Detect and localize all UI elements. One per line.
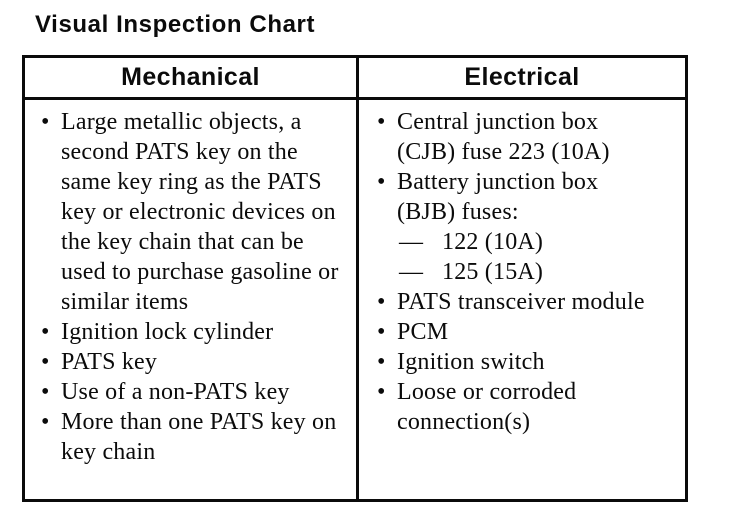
bullet-icon: • <box>377 319 386 345</box>
sub-list-item-text: 125 (15A) <box>442 259 544 285</box>
list-item: • PATS key <box>39 347 350 377</box>
column-mechanical: Mechanical • Large metallic objects, a s… <box>25 58 359 499</box>
list-item: • More than one PATS key on key chain <box>39 407 350 467</box>
list-item: • Ignition lock cylinder <box>39 317 350 347</box>
list-item: • PCM <box>375 317 653 347</box>
bullet-icon: • <box>41 109 50 135</box>
list-item-text: Ignition switch <box>397 349 545 375</box>
sub-list-item: — 125 (15A) <box>397 257 653 287</box>
list-item-text: Large metallic objects, a second PATS ke… <box>61 109 339 315</box>
sub-list-item: — 122 (10A) <box>397 227 653 257</box>
bullet-icon: • <box>41 409 50 435</box>
bullet-icon: • <box>377 169 386 195</box>
dash-icon: — <box>399 259 424 285</box>
column-header-electrical: Electrical <box>359 58 685 100</box>
list-item-text: PATS transceiver module <box>397 289 645 315</box>
bullet-icon: • <box>41 349 50 375</box>
list-item-text-main: Battery junction box (BJB) fuses: <box>397 169 599 225</box>
bullet-icon: • <box>41 379 50 405</box>
list-item: • PATS transceiver module <box>375 287 653 317</box>
list-item-text: Loose or corroded connection(s) <box>397 379 577 435</box>
list-item-text: PCM <box>397 319 449 345</box>
column-electrical: Electrical • Central junction box (CJB) … <box>359 58 685 499</box>
electrical-item-list: • Central junction box (CJB) fuse 223 (1… <box>359 100 685 499</box>
list-item-text: More than one PATS key on key chain <box>61 409 337 465</box>
visual-inspection-table: Mechanical • Large metallic objects, a s… <box>22 55 688 502</box>
bullet-icon: • <box>377 289 386 315</box>
list-item-text: PATS key <box>61 349 158 375</box>
list-item: • Use of a non-PATS key <box>39 377 350 407</box>
list-item: • Large metallic objects, a second PATS … <box>39 107 350 317</box>
list-item: • Battery junction box (BJB) fuses: — 12… <box>375 167 653 287</box>
list-item: • Central junction box (CJB) fuse 223 (1… <box>375 107 653 167</box>
sub-list-item-text: 122 (10A) <box>442 229 544 255</box>
list-item-text: Central junction box (CJB) fuse 223 (10A… <box>397 109 610 165</box>
list-item: • Loose or corroded connection(s) <box>375 377 653 437</box>
list-item-text: Battery junction box (BJB) fuses: — 122 … <box>397 167 653 287</box>
mechanical-item-list: • Large metallic objects, a second PATS … <box>25 100 356 499</box>
list-item: • Ignition switch <box>375 347 653 377</box>
bullet-icon: • <box>377 109 386 135</box>
list-item-text: Ignition lock cylinder <box>61 319 274 345</box>
list-item-text: Use of a non-PATS key <box>61 379 290 405</box>
dash-icon: — <box>399 229 424 255</box>
bullet-icon: • <box>377 349 386 375</box>
bullet-icon: • <box>377 379 386 405</box>
bullet-icon: • <box>41 319 50 345</box>
page-title: Visual Inspection Chart <box>35 11 316 38</box>
column-header-mechanical: Mechanical <box>25 58 356 100</box>
